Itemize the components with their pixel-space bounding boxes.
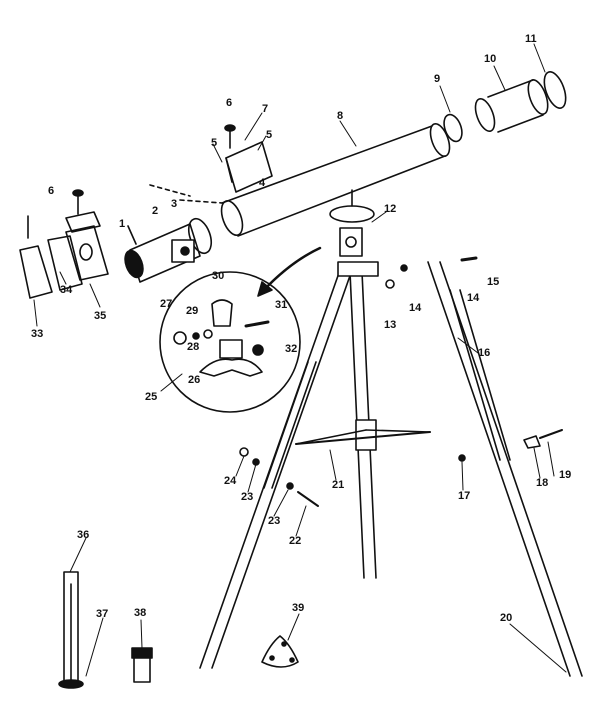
callout-3: 3 — [171, 198, 178, 210]
callout-6-top: 6 — [226, 97, 233, 109]
callout-35: 35 — [94, 310, 107, 322]
callout-22: 22 — [289, 535, 302, 547]
star-diagonal-assembly — [122, 216, 216, 282]
accessories — [59, 572, 298, 688]
callout-31: 31 — [275, 299, 288, 311]
callout-21: 21 — [332, 479, 345, 491]
callout-13: 13 — [384, 319, 397, 331]
callout-17: 17 — [458, 490, 471, 502]
callout-6-left: 6 — [48, 185, 55, 197]
callout-8: 8 — [337, 110, 344, 122]
callout-14-right: 14 — [467, 292, 480, 304]
callout-14-left: 14 — [409, 302, 422, 314]
callout-32: 32 — [285, 343, 298, 355]
callout-9: 9 — [434, 73, 441, 85]
callout-29: 29 — [186, 305, 199, 317]
callout-15: 15 — [487, 276, 500, 288]
callout-5-left: 5 — [211, 137, 218, 149]
finder-parts — [20, 190, 108, 298]
detail-pointer-arrowhead — [258, 282, 272, 296]
callout-23-left: 23 — [241, 491, 254, 503]
callout-30: 30 — [212, 270, 225, 282]
callout-37: 37 — [96, 608, 109, 620]
callout-19: 19 — [559, 469, 572, 481]
leader-lines — [34, 44, 566, 676]
callout-23-right: 23 — [268, 515, 281, 527]
tube-ring-bracket — [225, 125, 272, 192]
callout-28: 28 — [187, 341, 200, 353]
callout-36: 36 — [77, 529, 90, 541]
altazimuth-head — [330, 190, 374, 256]
callout-7: 7 — [262, 103, 269, 115]
callout-33: 33 — [31, 328, 44, 340]
callout-16: 16 — [478, 347, 491, 359]
callout-34: 34 — [60, 284, 73, 296]
callout-10: 10 — [484, 53, 497, 65]
tripod — [200, 258, 582, 676]
callout-20: 20 — [500, 612, 513, 624]
callout-4: 4 — [259, 177, 266, 189]
callout-24: 24 — [224, 475, 237, 487]
callout-12: 12 — [384, 203, 397, 215]
lens-cell-and-dew-shield — [441, 69, 570, 144]
callout-11: 11 — [525, 33, 537, 45]
callout-27: 27 — [160, 298, 173, 310]
callout-26: 26 — [188, 374, 201, 386]
callout-2: 2 — [152, 205, 159, 217]
main-tube — [150, 121, 453, 238]
callout-1: 1 — [119, 218, 126, 230]
mount-detail-circle — [160, 272, 300, 412]
callout-39: 39 — [292, 602, 305, 614]
callout-25: 25 — [145, 391, 158, 403]
callout-38: 38 — [134, 607, 147, 619]
callout-5-right: 5 — [266, 129, 273, 141]
callout-18: 18 — [536, 477, 549, 489]
